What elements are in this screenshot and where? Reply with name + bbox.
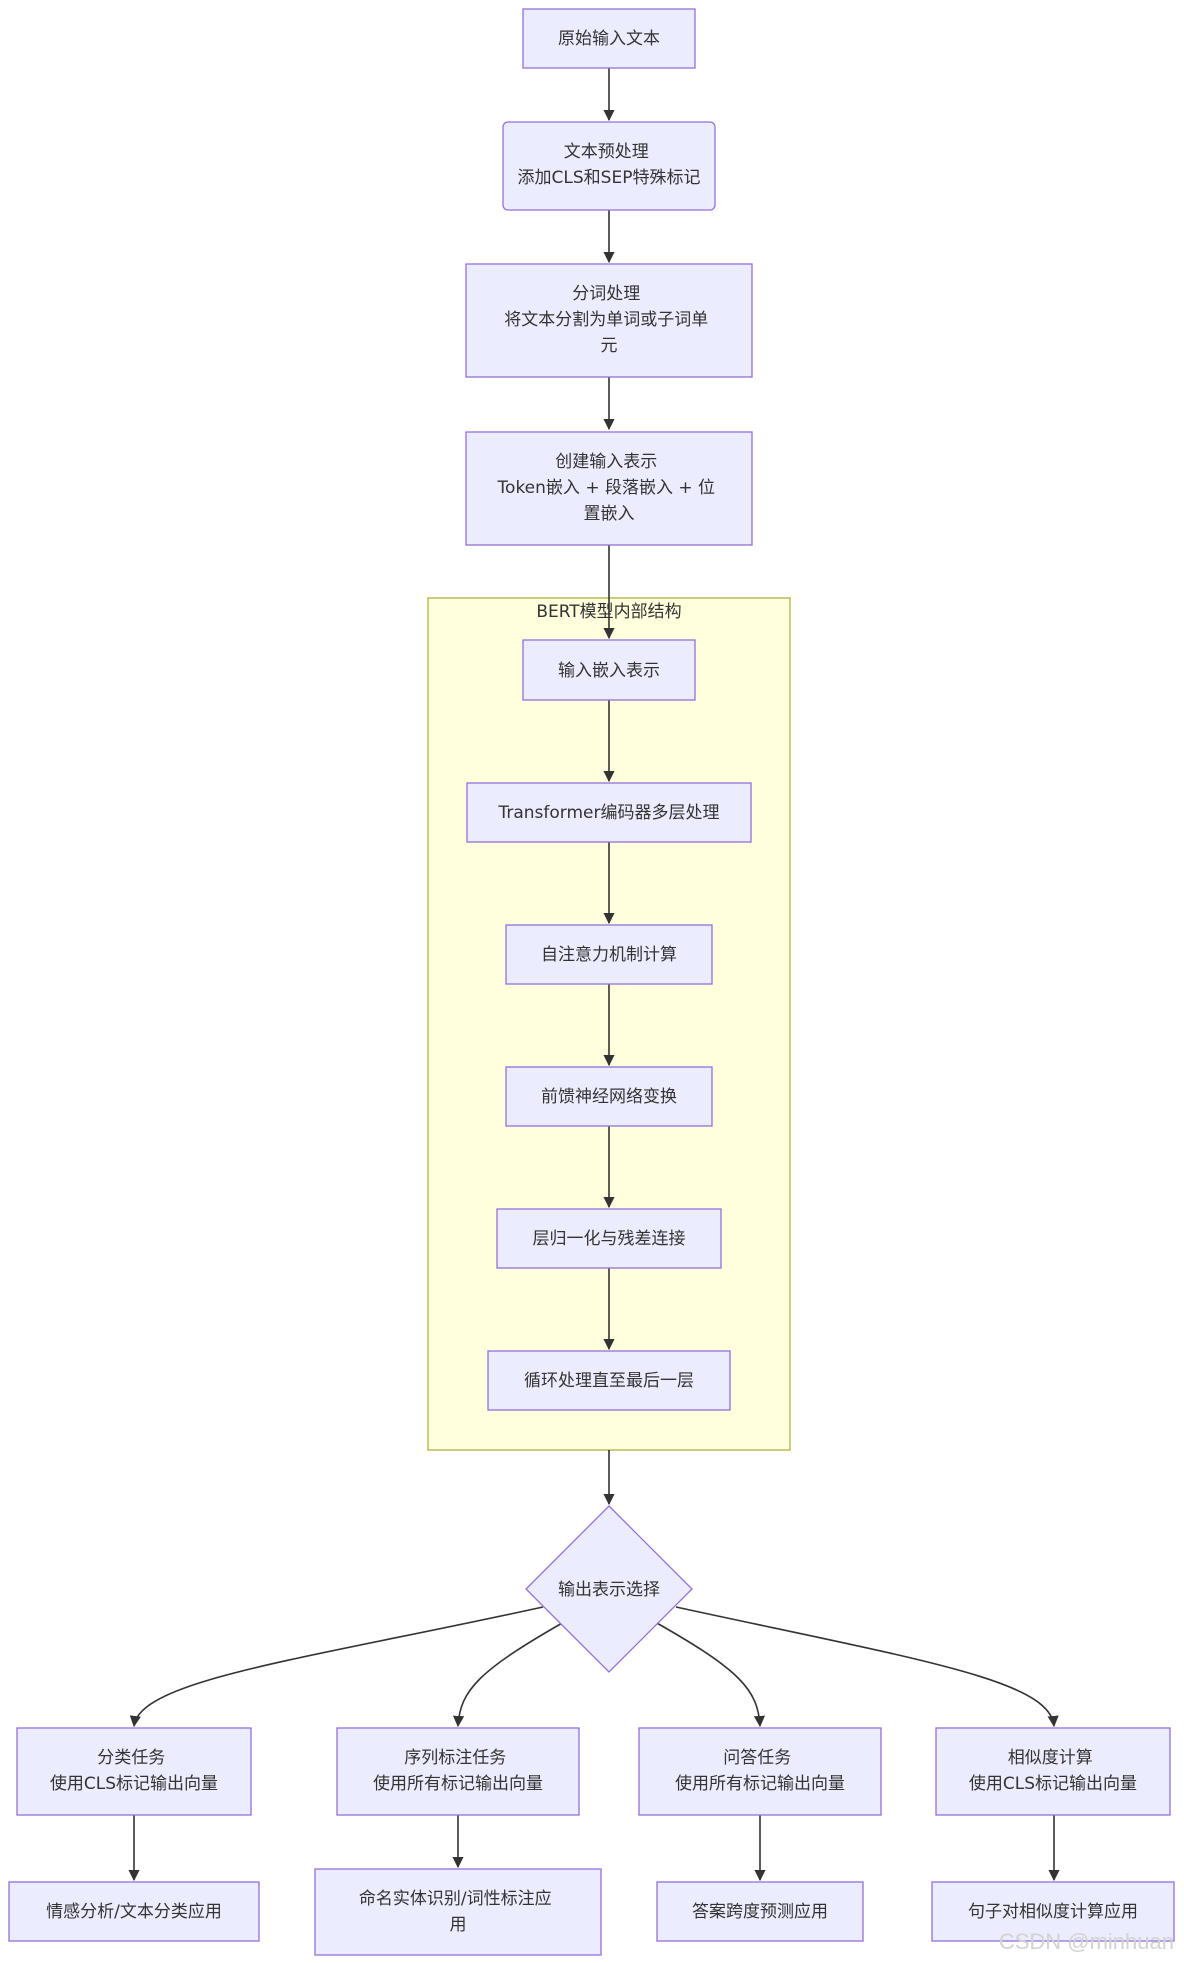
node-preprocess: 文本预处理 添加CLS和SEP特殊标记 — [502, 121, 716, 211]
node-tokenize-text: 分词处理 将文本分割为单词或子词单 元 — [504, 284, 713, 356]
node-qa-task: 问答任务 使用所有标记输出向量 — [638, 1727, 882, 1816]
node-layernorm-text: 层归一化与残差连接 — [533, 1229, 686, 1249]
node-classification-task: 分类任务 使用CLS标记输出向量 — [16, 1727, 252, 1816]
nodes: 原始输入文本 文本预处理 添加CLS和SEP特殊标记 分词处理 将文本分割为单词… — [8, 8, 1175, 1956]
node-sentence-pair-application: 句子对相似度计算应用 — [931, 1881, 1175, 1942]
edges — [128, 68, 1060, 1882]
node-tokenize: 分词处理 将文本分割为单词或子词单 元 — [465, 263, 753, 378]
node-ner-application-text: 命名实体识别/词性标注应 用 — [359, 1889, 557, 1935]
node-similarity-task-text: 相似度计算 使用CLS标记输出向量 — [969, 1748, 1137, 1794]
node-raw-input-text: 原始输入文本 — [558, 29, 660, 49]
node-transformer: Transformer编码器多层处理 — [466, 782, 752, 843]
node-input-representation-text: 创建输入表示 Token嵌入 + 段落嵌入 + 位 置嵌入 — [497, 452, 721, 524]
node-similarity-task: 相似度计算 使用CLS标记输出向量 — [935, 1727, 1171, 1816]
node-input-embedding-text: 输入嵌入表示 — [558, 661, 660, 681]
node-loop: 循环处理直至最后一层 — [487, 1350, 731, 1411]
node-raw-input: 原始输入文本 — [522, 8, 696, 69]
edge-output-to-similarity — [675, 1606, 1059, 1728]
node-qa-task-text: 问答任务 使用所有标记输出向量 — [675, 1748, 845, 1794]
node-sentence-pair-application-text: 句子对相似度计算应用 — [968, 1902, 1138, 1922]
node-ffn-text: 前馈神经网络变换 — [541, 1087, 677, 1107]
node-transformer-text: Transformer编码器多层处理 — [497, 803, 719, 823]
edge-output-to-classify — [129, 1606, 544, 1728]
node-self-attention: 自注意力机制计算 — [505, 924, 713, 985]
node-answer-span-application: 答案跨度预测应用 — [656, 1881, 864, 1942]
node-output-selection: 输出表示选择 — [525, 1505, 693, 1673]
node-output-selection-text: 输出表示选择 — [558, 1580, 660, 1600]
node-self-attention-text: 自注意力机制计算 — [541, 945, 677, 965]
node-sequence-labeling-task-text: 序列标注任务 使用所有标记输出向量 — [373, 1748, 543, 1794]
node-ffn: 前馈神经网络变换 — [505, 1066, 713, 1127]
node-answer-span-application-text: 答案跨度预测应用 — [692, 1902, 828, 1922]
node-loop-text: 循环处理直至最后一层 — [524, 1371, 694, 1391]
node-sequence-labeling-task: 序列标注任务 使用所有标记输出向量 — [336, 1727, 580, 1816]
node-sentiment-application-text: 情感分析/文本分类应用 — [46, 1902, 222, 1922]
node-input-representation: 创建输入表示 Token嵌入 + 段落嵌入 + 位 置嵌入 — [465, 431, 753, 546]
edge-output-to-qa — [654, 1621, 766, 1728]
node-input-embedding: 输入嵌入表示 — [522, 639, 696, 701]
edge-output-to-seqlabel — [452, 1621, 565, 1728]
node-sentiment-application: 情感分析/文本分类应用 — [8, 1881, 260, 1942]
node-classification-task-text: 分类任务 使用CLS标记输出向量 — [50, 1748, 218, 1794]
node-preprocess-text: 文本预处理 添加CLS和SEP特殊标记 — [518, 142, 701, 188]
watermark: CSDN @minhuan — [998, 1929, 1174, 1954]
node-ner-application: 命名实体识别/词性标注应 用 — [314, 1868, 602, 1956]
node-layernorm: 层归一化与残差连接 — [496, 1208, 722, 1269]
